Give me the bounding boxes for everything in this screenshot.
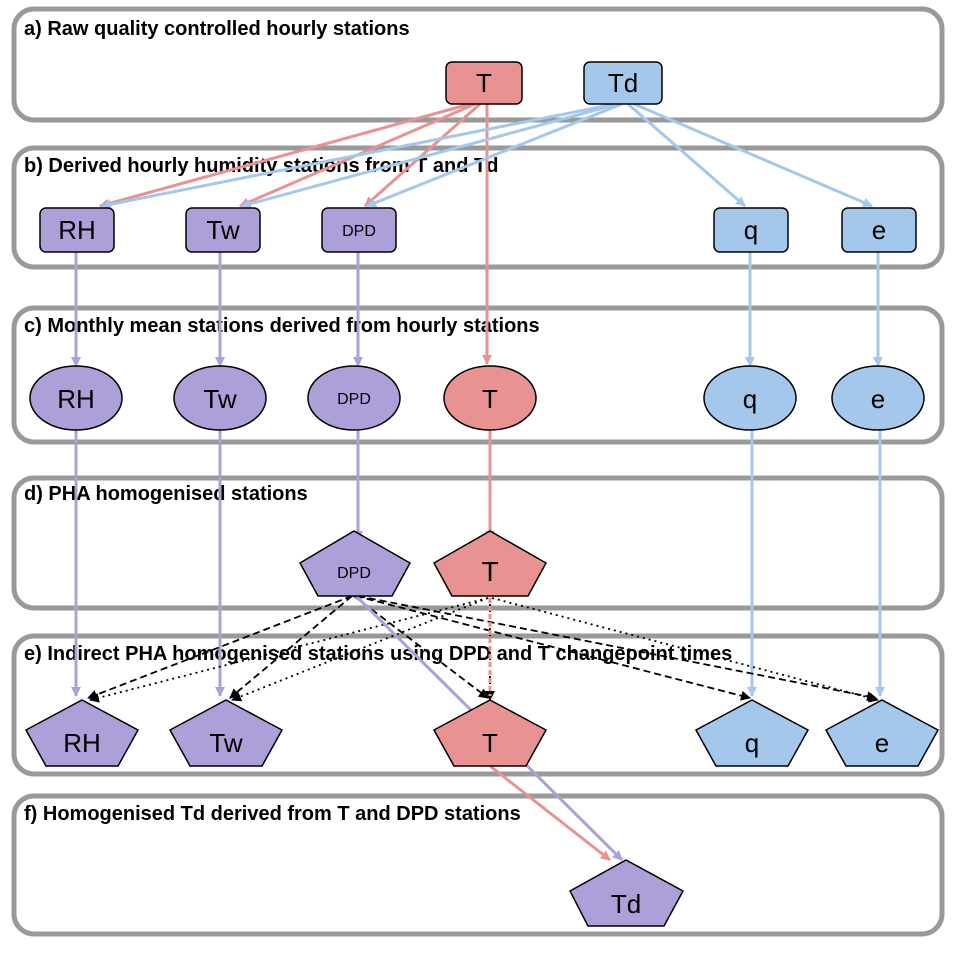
- arrow-aTd-bDPD: [366, 102, 623, 208]
- node-b-q-label: q: [744, 215, 758, 245]
- node-e-Tw: Tw: [168, 699, 284, 767]
- arrow-dDPD-eq-dashed: [355, 595, 751, 701]
- node-e-e-label: e: [875, 728, 889, 758]
- node-b-Tw: Tw: [185, 207, 261, 253]
- node-c-DPD: DPD: [307, 365, 401, 431]
- node-d-T-label: T: [481, 556, 498, 587]
- arrows: [71, 102, 885, 862]
- panel-f: f) Homogenised Td derived from T and DPD…: [11, 793, 945, 937]
- node-d-DPD-label: DPD: [337, 565, 371, 582]
- node-e-T-label: T: [482, 728, 498, 758]
- node-b-e-label: e: [872, 215, 886, 245]
- arrow-dT-ee-dotted: [491, 597, 879, 703]
- panel-a: a) Raw quality controlled hourly station…: [11, 6, 945, 123]
- node-c-RH: RH: [29, 365, 123, 431]
- node-a-T: T: [445, 61, 523, 105]
- node-c-T: T: [443, 365, 537, 431]
- arrow-eT-fTd: [489, 764, 611, 862]
- arrow-aTd-bTw: [241, 102, 619, 209]
- node-c-Tw-label: Tw: [203, 384, 236, 414]
- node-e-Tw-label: Tw: [209, 728, 242, 758]
- arrow-aT-bRH: [99, 102, 471, 209]
- panel-c: c) Monthly mean stations derived from ho…: [11, 305, 945, 445]
- node-a-Td-label: Td: [608, 68, 638, 98]
- node-b-RH-label: RH: [58, 215, 96, 245]
- panel-b: b) Derived hourly humidity stations from…: [11, 145, 945, 270]
- node-c-Tw: Tw: [173, 365, 267, 431]
- panel-d-title: d) PHA homogenised stations: [24, 483, 308, 505]
- panel-c-title: c) Monthly mean stations derived from ho…: [24, 315, 540, 337]
- node-b-DPD: DPD: [321, 207, 397, 253]
- node-d-T: T: [432, 530, 548, 597]
- node-d-DPD: DPD: [298, 530, 412, 597]
- node-c-q-label: q: [743, 384, 757, 414]
- node-a-T-label: T: [476, 68, 492, 98]
- node-f-Td-label: Td: [611, 889, 641, 919]
- arrow-dDPD-eT-dashed: [353, 595, 489, 699]
- arrow-dDPD-eTw-dashed: [229, 595, 353, 699]
- node-b-e: e: [841, 207, 917, 253]
- panel-e-title: e) Indirect PHA homogenised stations usi…: [24, 643, 732, 665]
- node-b-q: q: [713, 207, 789, 253]
- arrow-dDPD-eRH-dashed: [87, 595, 353, 700]
- arrow-aTd-bRH: [101, 102, 616, 210]
- node-b-Tw-label: Tw: [206, 215, 239, 245]
- node-e-q: q: [694, 699, 810, 767]
- node-b-DPD-label: DPD: [342, 223, 376, 240]
- panel-d: d) PHA homogenised stations: [11, 475, 945, 611]
- arrow-aTd-be: [633, 102, 873, 208]
- panel-f-title: f) Homogenised Td derived from T and DPD…: [24, 803, 521, 825]
- arrow-aTd-bq: [627, 102, 746, 208]
- node-c-e: e: [831, 365, 925, 431]
- panel-a-title: a) Raw quality controlled hourly station…: [24, 18, 410, 40]
- node-e-RH-label: RH: [63, 728, 101, 758]
- node-c-RH-label: RH: [57, 384, 95, 414]
- panel-e: e) Indirect PHA homogenised stations usi…: [11, 633, 945, 777]
- node-f-Td: Td: [569, 859, 685, 927]
- node-e-RH: RH: [24, 699, 140, 767]
- arrow-dT-eTw-dotted: [231, 597, 489, 702]
- node-c-e-label: e: [871, 384, 885, 414]
- panel-b-title: b) Derived hourly humidity stations from…: [24, 155, 498, 177]
- node-e-T: T: [432, 699, 548, 767]
- node-e-e: e: [824, 699, 940, 767]
- arrow-aT-bDPD: [364, 102, 481, 208]
- node-c-q: q: [703, 365, 797, 431]
- node-b-RH: RH: [39, 207, 115, 253]
- node-c-T-label: T: [482, 384, 498, 414]
- node-a-Td: Td: [583, 61, 663, 105]
- node-e-q-label: q: [745, 728, 759, 758]
- arrow-dT-eRH-dotted: [89, 597, 489, 703]
- node-c-DPD-label: DPD: [337, 391, 371, 408]
